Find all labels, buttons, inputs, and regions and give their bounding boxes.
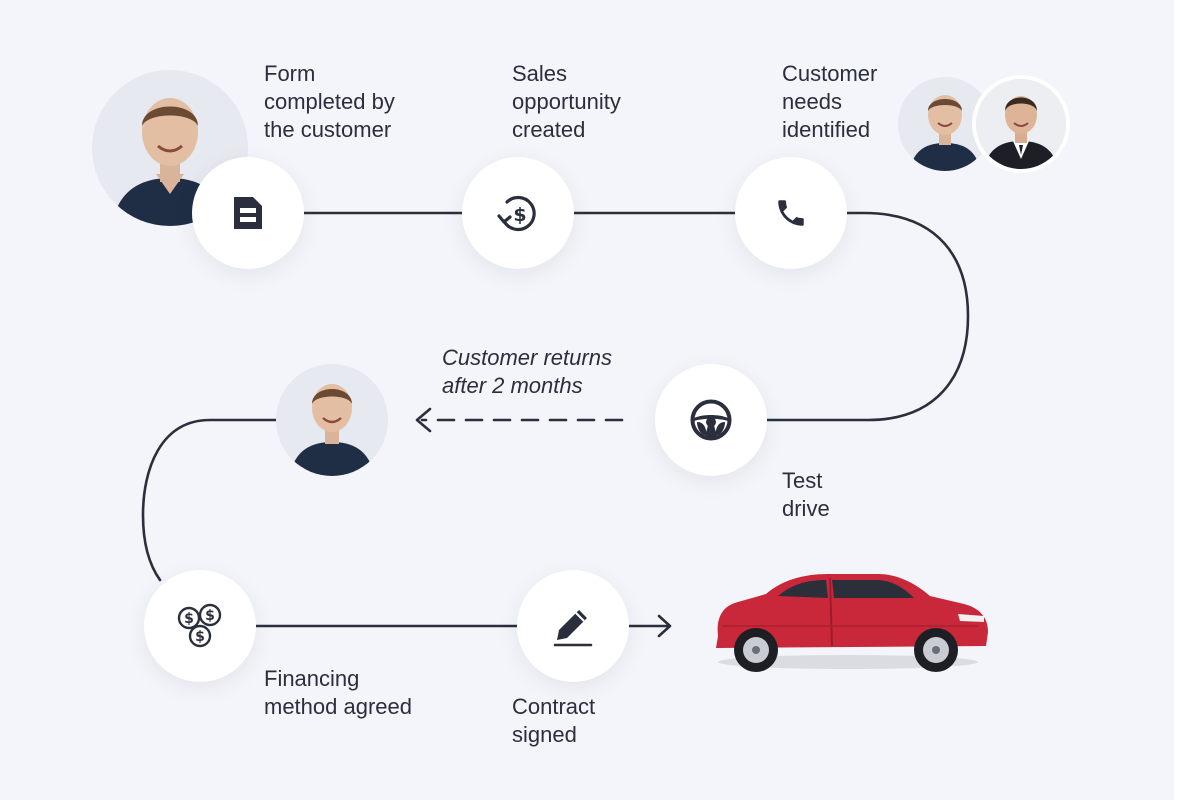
phone-icon <box>778 200 804 226</box>
opportunity-node: $ <box>462 157 574 269</box>
return-arrow-head <box>415 407 432 433</box>
opportunity-label: Sales opportunity created <box>512 61 621 142</box>
financing-label: Financing method agreed <box>264 666 412 719</box>
curve-return-to-financing <box>141 418 278 582</box>
curve-needs-to-test-drive <box>765 211 970 422</box>
red-car-image <box>716 574 988 672</box>
right-edge-strip <box>1174 0 1180 800</box>
dollar-refresh-icon: $ <box>497 195 536 232</box>
coins-icon: $ $ $ <box>177 603 222 648</box>
form-node <box>192 157 304 269</box>
test-drive-label: Test drive <box>782 468 830 521</box>
customer-avatar-small <box>898 77 992 171</box>
form-label: Form completed by the customer <box>264 61 395 142</box>
form-document-icon <box>234 197 262 229</box>
car-arrow-head <box>657 614 672 638</box>
return-note-label: Customer returns after 2 months <box>442 345 612 398</box>
sales-agent-avatar <box>972 75 1070 173</box>
returning-customer-avatar <box>276 364 388 476</box>
pen-signature-icon <box>553 610 593 647</box>
svg-text:$: $ <box>513 204 526 226</box>
needs-label: Customer needs identified <box>782 61 878 142</box>
contract-node <box>517 570 629 682</box>
svg-text:$: $ <box>195 629 205 645</box>
test-drive-node <box>655 364 767 476</box>
svg-text:$: $ <box>205 608 215 624</box>
financing-node: $ $ $ <box>144 570 256 682</box>
needs-node <box>735 157 847 269</box>
contract-label: Contract signed <box>512 694 596 747</box>
svg-text:$: $ <box>184 611 194 627</box>
steering-wheel-icon <box>690 399 732 441</box>
